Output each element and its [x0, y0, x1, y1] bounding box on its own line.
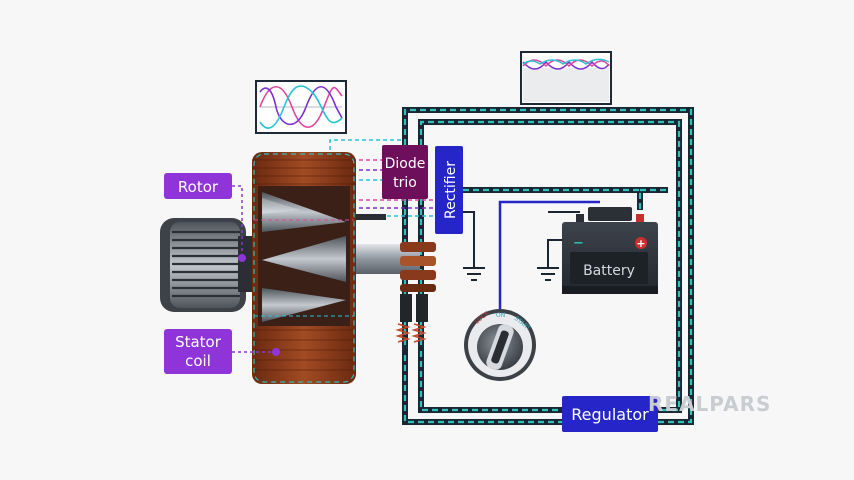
battery: − + Battery — [562, 207, 658, 294]
ground-symbol-battery — [537, 267, 559, 281]
pulley — [160, 218, 256, 312]
ignition-switch: LOCK ON START — [464, 309, 536, 381]
stator-pointer-dot — [272, 348, 280, 356]
rotor-pointer-dot — [238, 254, 246, 262]
ground-symbol-rectifier — [463, 267, 485, 281]
switch-position-on: ON — [496, 312, 505, 319]
diode-trio-line2: trio — [393, 175, 417, 191]
rectifier-text: Rectifier — [443, 161, 459, 219]
diode-trio-line1: Diode — [385, 156, 426, 172]
battery-plus-sign: + — [636, 237, 645, 250]
battery-minus-sign: − — [573, 236, 584, 251]
slip-rings — [400, 242, 436, 292]
brushes — [395, 294, 428, 343]
regulator-box: Regulator — [562, 396, 658, 432]
regulator-text: Regulator — [571, 405, 649, 424]
ignition-wire — [498, 200, 600, 315]
three-phase-waveform-display — [255, 80, 347, 134]
rotor-label-text: Rotor — [178, 178, 219, 196]
diode-trio-box: Diode trio — [382, 145, 428, 199]
realpars-watermark: REALPARS — [648, 392, 771, 416]
stator-label-line1: Stator — [175, 333, 222, 351]
label-leaders — [232, 185, 276, 353]
rotor-label: Rotor — [164, 173, 232, 199]
stator-coil-label: Stator coil — [164, 329, 232, 374]
rectified-waveform-display — [520, 51, 612, 105]
rectifier-ground-wire — [463, 211, 475, 268]
alternator — [160, 152, 436, 384]
rectifier-box: Rectifier — [435, 146, 463, 234]
stator-label-line2: coil — [185, 352, 211, 370]
stator-coil — [252, 152, 356, 384]
battery-label: Battery — [583, 263, 635, 279]
